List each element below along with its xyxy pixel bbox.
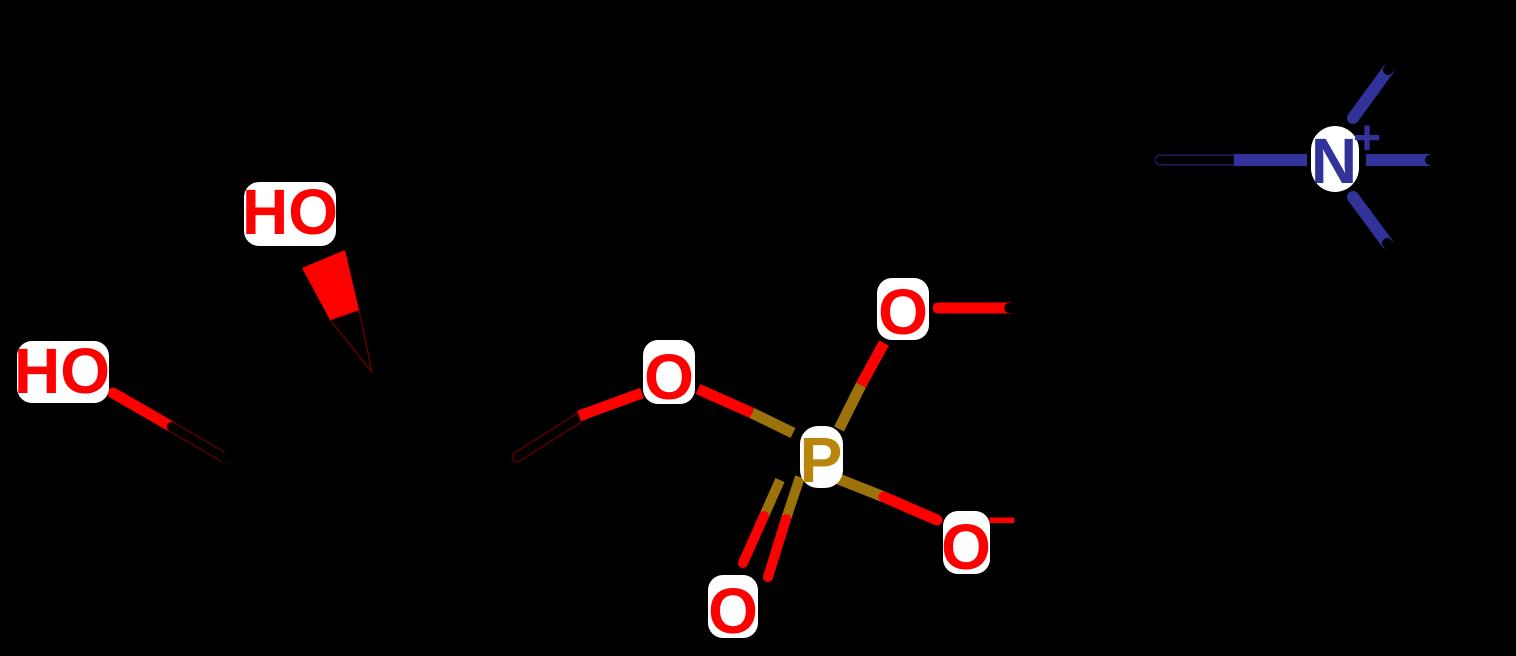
bond-ca-cb: [1077, 155, 1165, 313]
atom-label-bg-ester-oxygen: [643, 340, 695, 404]
bond-p-dblO-inner-p: [759, 477, 785, 519]
atom-label-phosphoryl-oxygen: O: [708, 575, 758, 647]
bond-n-me3-n-half: [1347, 191, 1393, 249]
charge-sign-nitrogen: +: [1353, 112, 1381, 165]
atom-label-bg-nitrogen: [1311, 126, 1359, 192]
bond-n-me3-c-half: [1382, 238, 1426, 294]
bond-p-dblO-outer-o: [763, 514, 791, 582]
atom-label-phosphorus: P: [800, 424, 843, 496]
bond-c2-c3: [367, 367, 522, 462]
bond-p-oBridge-p-half: [834, 382, 866, 432]
bond-n-me1-c-half: [1383, 17, 1428, 75]
bond-o-ester-p-p-half: [749, 408, 796, 438]
atom-label-bg-bridging-oxygen: [877, 278, 929, 340]
bond-p-oMinus-o-half: [878, 491, 943, 526]
bond-c1-c2: [220, 367, 377, 463]
atom-label-bridging-oxygen: O: [878, 276, 928, 348]
atom-label-bg-hydroxyl-top: [244, 182, 336, 246]
charge-sign-anionic-oxygen: −: [987, 492, 1016, 548]
atom-label-bg-anionic-oxygen: [943, 511, 990, 574]
bond-c3-o-ester-c-half: [513, 410, 589, 461]
bond-p-oMinus-p-half: [833, 472, 887, 503]
bond-ho1-c-half: [168, 423, 229, 462]
bond-p-oBridge-o-half: [856, 340, 889, 388]
atom-label-anionic-oxygen: O: [941, 511, 991, 583]
bond-ho1-o-half: [107, 387, 178, 433]
bond-n-me1-n-half: [1347, 64, 1394, 124]
atom-label-ester-oxygen: O: [644, 341, 694, 413]
atom-label-hydroxyl-top: HO: [242, 176, 338, 248]
atom-label-nitrogen: N: [1311, 125, 1357, 197]
bond-c3-o-ester-o-half: [577, 387, 644, 422]
atom-label-bg-phosphorus: [800, 426, 843, 488]
bond-o-ester-p-o-half: [695, 383, 755, 419]
atom-label-bg-hydroxyl-left: [17, 341, 109, 403]
atom-label-hydroxyl-left: HO: [14, 335, 110, 407]
wedge-bond-oxygen-part: [302, 250, 359, 320]
atom-label-bg-phosphoryl-oxygen: [708, 575, 758, 638]
bond-p-dblO-inner-o: [738, 511, 769, 568]
bond-p-dblO-outer-p: [781, 475, 805, 521]
